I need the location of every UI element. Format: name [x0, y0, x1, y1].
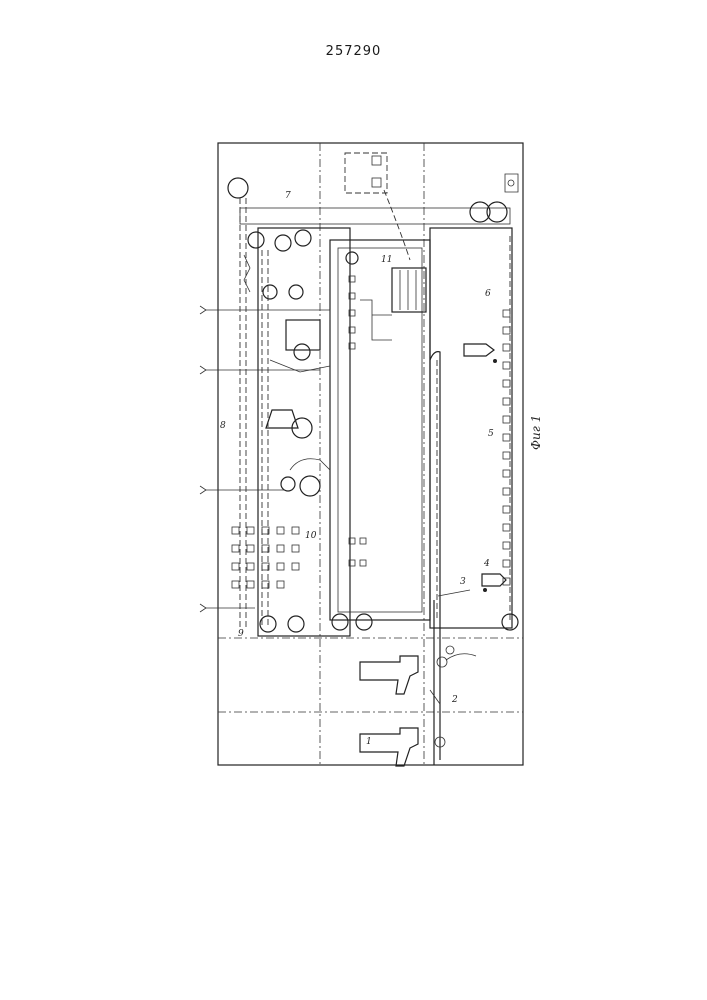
label-7: 7	[285, 191, 291, 201]
label-8: 8	[220, 421, 226, 431]
label-9: 9	[238, 629, 244, 639]
label-1: 1	[366, 737, 372, 747]
label-2: 2	[451, 695, 458, 705]
label-11: 11	[381, 255, 392, 265]
label-10: 10	[305, 531, 317, 541]
figure-caption: Фиг 1	[529, 415, 543, 450]
label-4: 4	[483, 559, 490, 569]
label-6: 6	[485, 289, 491, 299]
label-5: 5	[488, 429, 494, 439]
label-3: 3	[460, 577, 466, 587]
